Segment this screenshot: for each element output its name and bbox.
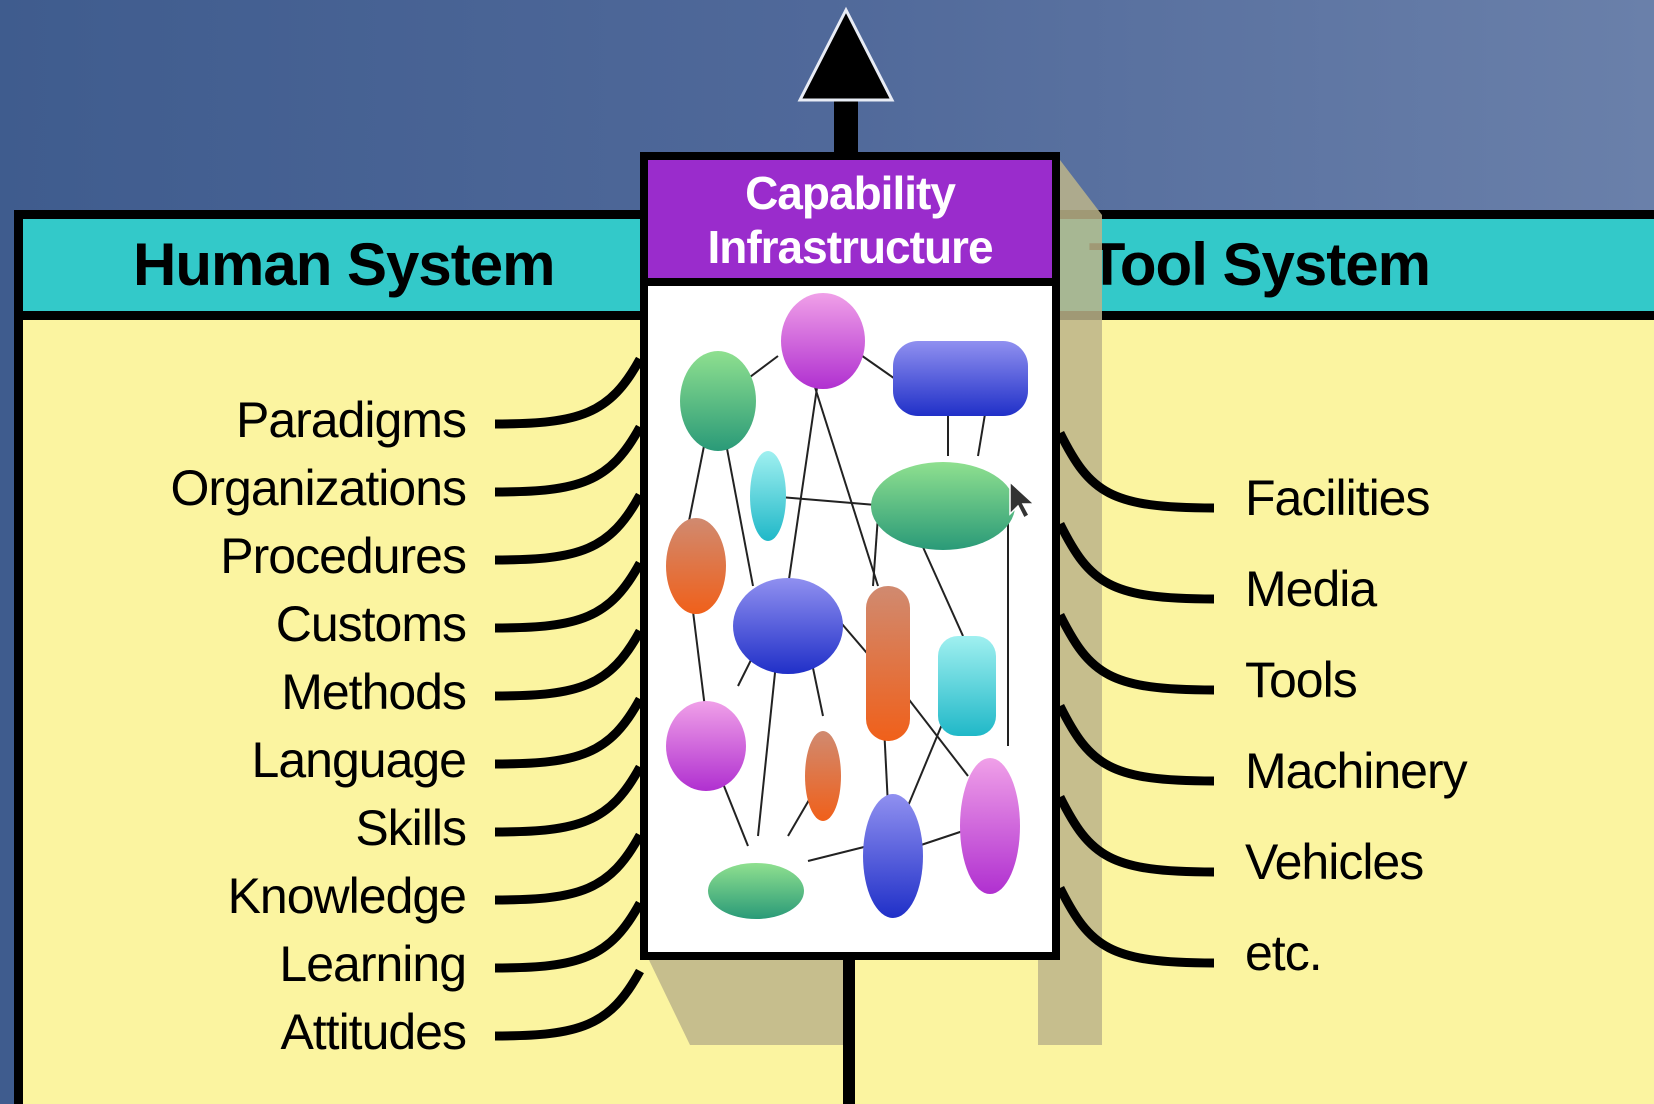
human-connector-7: [494, 832, 644, 905]
tool-item-tools: Tools: [1245, 652, 1358, 708]
human-connector-8: [494, 900, 644, 973]
human-item-customs: Customs: [275, 596, 467, 652]
human-item-skills: Skills: [355, 800, 467, 856]
human-connector-1: [494, 424, 644, 497]
human-connector-2: [494, 492, 644, 565]
mouse-cursor-icon: [1009, 480, 1036, 520]
tool-item-machinery: Machinery: [1245, 743, 1468, 799]
human-item-knowledge: Knowledge: [227, 868, 467, 924]
human-connector-3: [494, 560, 644, 633]
human-connector-5: [494, 696, 644, 769]
human-item-learning: Learning: [279, 936, 467, 992]
human-item-language: Language: [251, 732, 467, 788]
tool-item-facilities: Facilities: [1245, 470, 1430, 526]
human-item-organizations: Organizations: [170, 460, 467, 516]
title-line-2: Infrastructure: [707, 221, 993, 273]
human-connector-4: [494, 628, 644, 701]
capability-infrastructure-title: Capability Infrastructure: [648, 160, 1052, 286]
human-item-paradigms: Paradigms: [236, 392, 467, 448]
tool-connector-4: [1055, 794, 1215, 877]
tool-connector-5: [1055, 885, 1215, 968]
human-item-methods: Methods: [281, 664, 467, 720]
human-item-attitudes: Attitudes: [280, 1004, 467, 1060]
human-item-procedures: Procedures: [220, 528, 467, 584]
tool-item-media: Media: [1245, 561, 1377, 617]
tool-connector-2: [1055, 612, 1215, 695]
tool-item-vehicles: Vehicles: [1245, 834, 1424, 890]
upward-arrow-icon: [797, 6, 895, 155]
title-line-1: Capability: [745, 167, 956, 219]
human-connector-6: [494, 764, 644, 837]
human-connector-9: [494, 968, 644, 1041]
capability-infrastructure-box: Capability Infrastructure: [640, 152, 1060, 960]
tool-connector-3: [1055, 703, 1215, 786]
capability-network-graphic: [666, 293, 1036, 919]
tool-connector-0: [1055, 430, 1215, 513]
human-connector-0: [494, 356, 644, 429]
tool-item-etc: etc.: [1245, 925, 1323, 981]
tool-connector-1: [1055, 521, 1215, 604]
